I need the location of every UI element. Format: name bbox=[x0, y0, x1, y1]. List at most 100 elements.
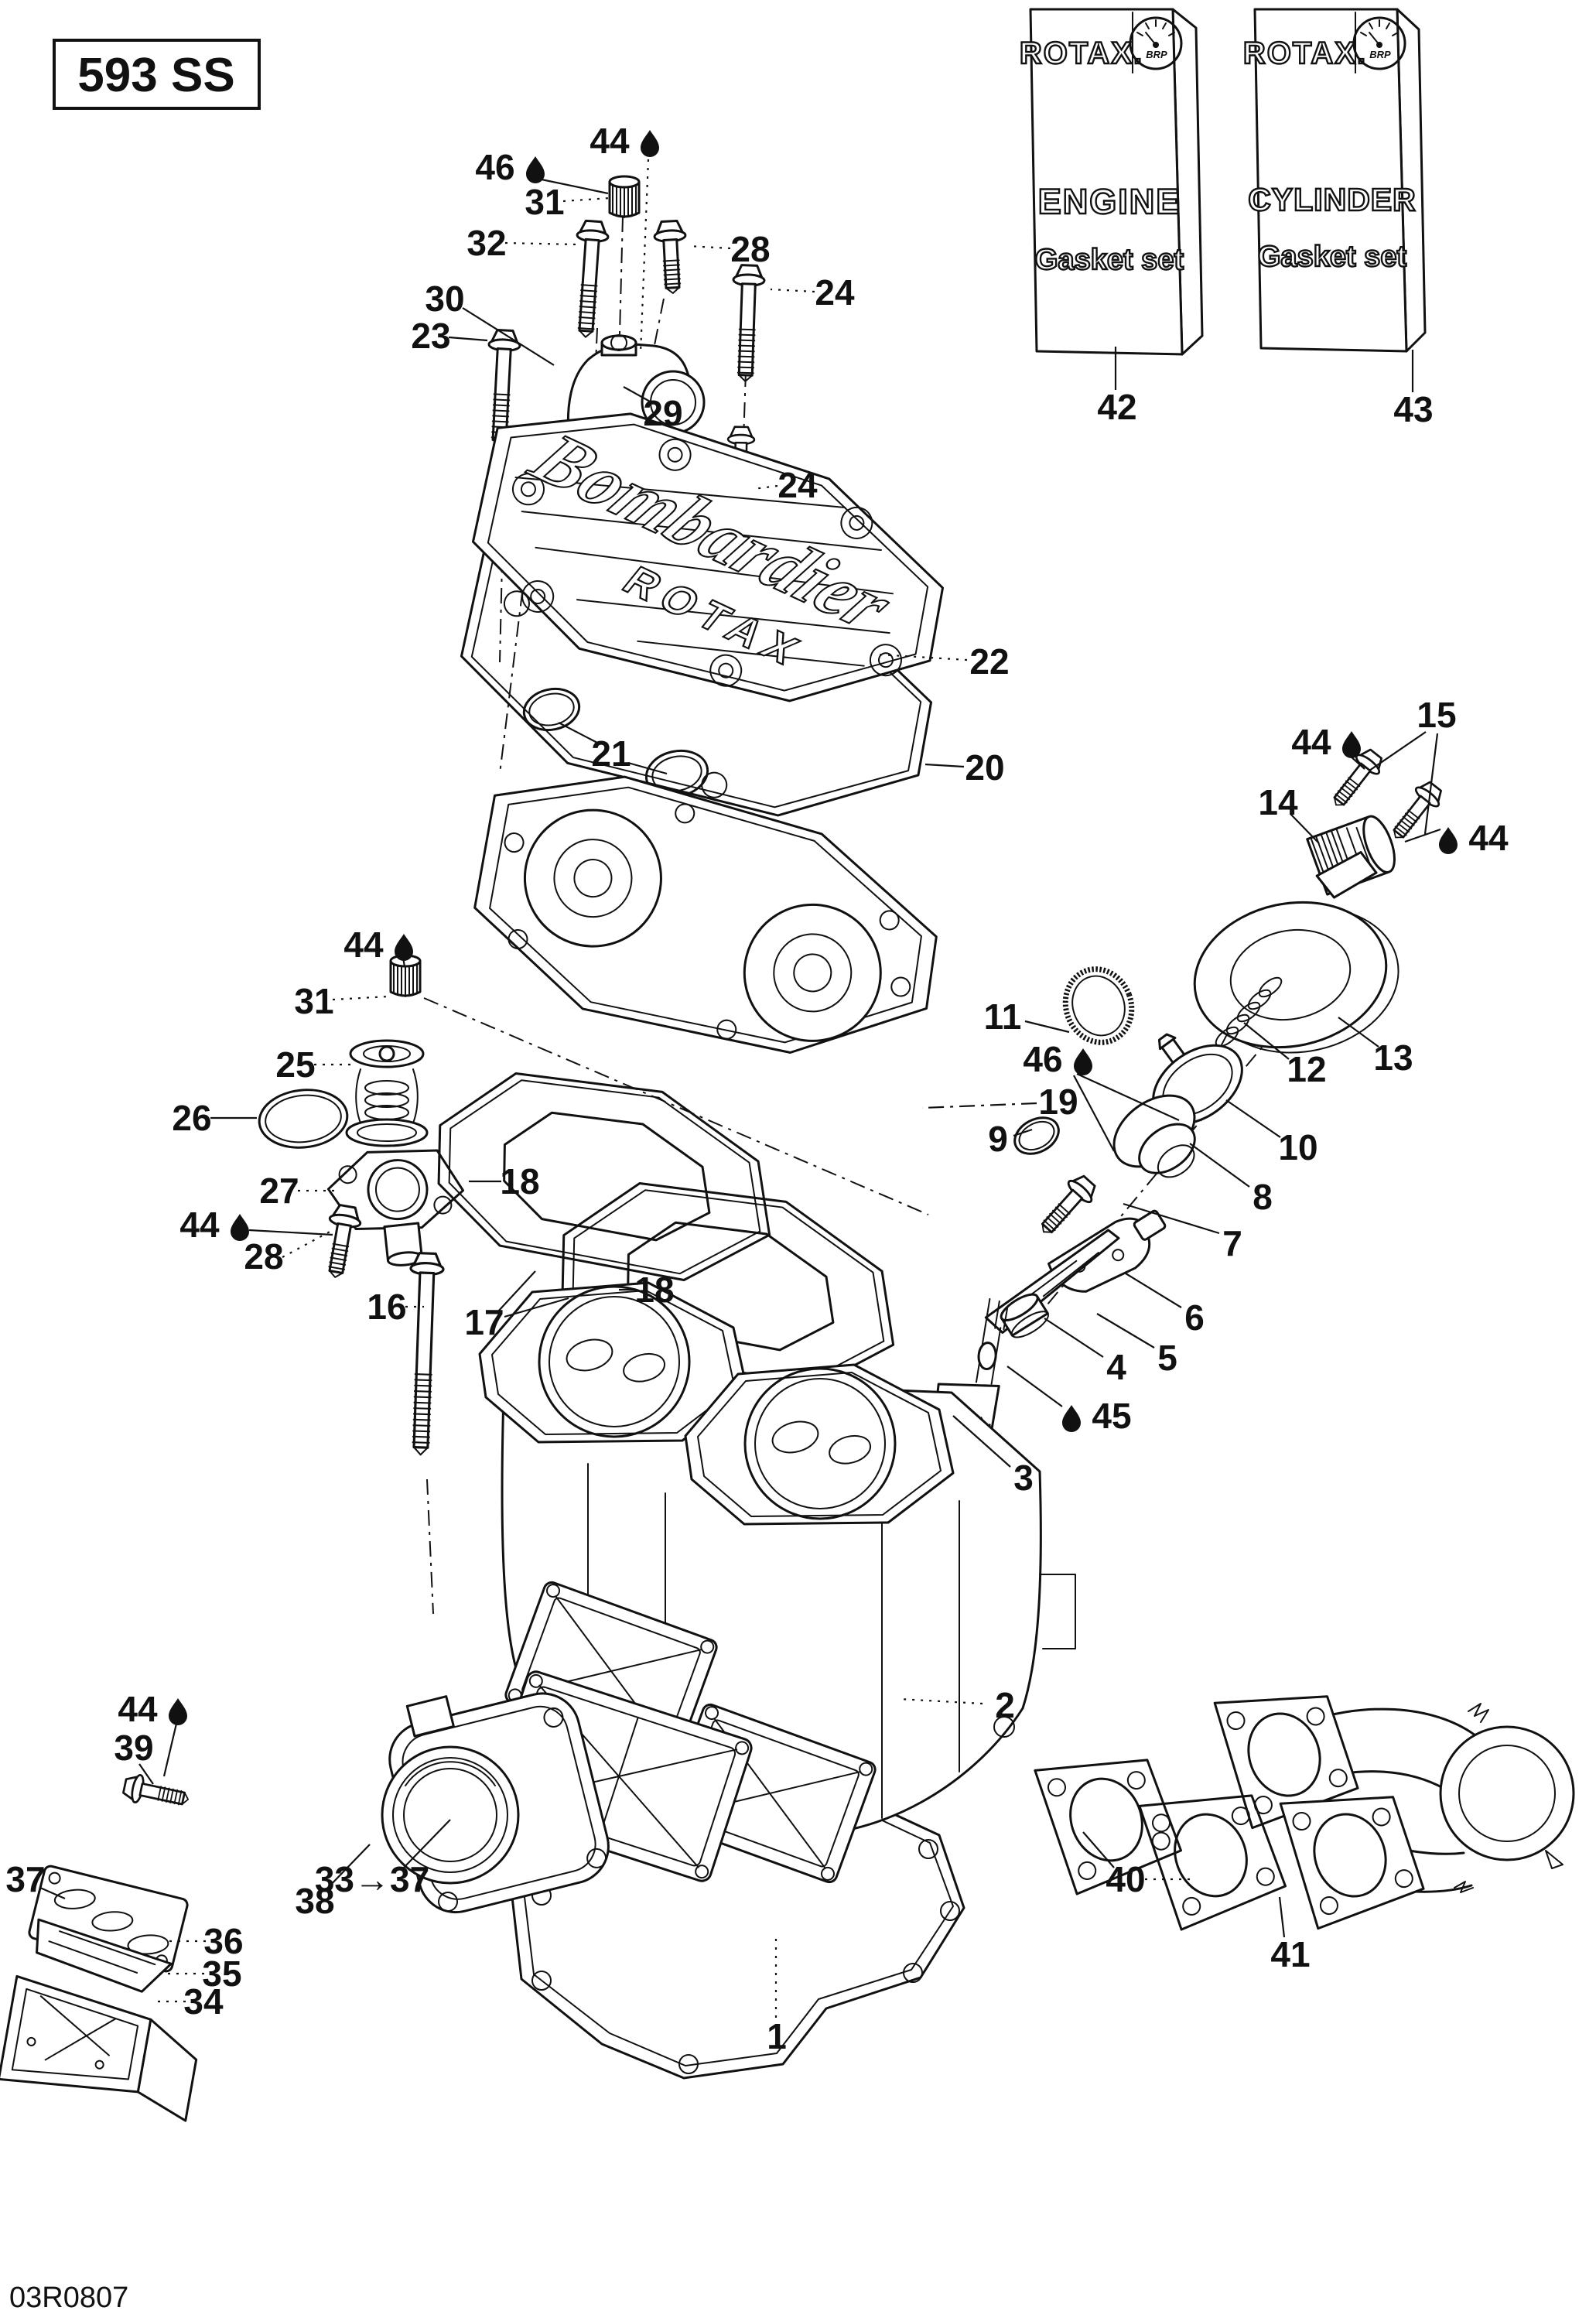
callout-41: 41 bbox=[1270, 1896, 1311, 1974]
leader-line bbox=[878, 653, 968, 661]
leader-line bbox=[1243, 1022, 1290, 1060]
callout-label: 28 bbox=[730, 229, 770, 269]
callout-42: 42 bbox=[1097, 347, 1137, 427]
callout-11: 11 bbox=[984, 996, 1070, 1037]
leader-line bbox=[1369, 731, 1427, 771]
callout-6: 6 bbox=[1125, 1273, 1205, 1338]
leader-line bbox=[688, 244, 731, 250]
callout-44: 44 bbox=[179, 1205, 333, 1245]
callout-26: 26 bbox=[172, 1098, 257, 1138]
callout-18: 18 bbox=[469, 1161, 540, 1202]
callout-label: 24 bbox=[815, 272, 855, 313]
oil-droplet-icon bbox=[1439, 827, 1458, 854]
callout-label: 28 bbox=[244, 1236, 283, 1277]
callout-10: 10 bbox=[1225, 1099, 1318, 1167]
callout-label: 30 bbox=[425, 279, 464, 319]
package-brand: ROTAX. bbox=[1243, 36, 1367, 70]
oil-droplet-icon bbox=[1062, 1405, 1081, 1432]
callout-label: 15 bbox=[1417, 695, 1456, 735]
leader-line bbox=[325, 1844, 371, 1891]
leader-line bbox=[1338, 1017, 1379, 1048]
callout-23: 23 bbox=[411, 316, 488, 356]
package-title: ENGINE bbox=[1038, 182, 1181, 221]
leader-line bbox=[504, 1297, 569, 1318]
leader-line bbox=[952, 1415, 1011, 1468]
callout-label: 44 bbox=[590, 121, 630, 161]
head-cover-22: Bombardier ROTAX bbox=[471, 412, 945, 702]
leader-line bbox=[1096, 1313, 1155, 1349]
callout-label: 41 bbox=[1270, 1934, 1310, 1974]
callout-label: 6 bbox=[1184, 1297, 1205, 1338]
callout-label: 42 bbox=[1097, 387, 1136, 427]
leader-line bbox=[1423, 733, 1439, 835]
callout-20: 20 bbox=[924, 747, 1005, 788]
callout-21: 21 bbox=[558, 722, 668, 775]
callout-label: 40 bbox=[1106, 1859, 1145, 1899]
callout-31: 31 bbox=[525, 182, 610, 222]
o-ring-11 bbox=[1062, 966, 1135, 1045]
callout-44: 44 bbox=[1404, 818, 1509, 858]
callout-label: 34 bbox=[183, 1981, 224, 2022]
leader-line bbox=[1044, 1318, 1104, 1358]
leader-line bbox=[921, 1102, 1037, 1109]
leader-line bbox=[332, 995, 389, 1001]
oil-droplet-icon bbox=[526, 156, 545, 183]
callout-2: 2 bbox=[898, 1685, 1015, 1725]
callout-label: 31 bbox=[525, 182, 564, 222]
callout-label: 7 bbox=[1222, 1223, 1242, 1263]
leader-line bbox=[497, 1270, 536, 1313]
oil-droplet-icon bbox=[641, 130, 659, 157]
callout-label: 19 bbox=[1038, 1082, 1078, 1122]
spring-12 bbox=[1215, 976, 1283, 1048]
callout-1: 1 bbox=[767, 1934, 787, 2056]
callout-label: 11 bbox=[984, 996, 1022, 1037]
oil-droplet-icon bbox=[1342, 731, 1361, 758]
callout-27: 27 bbox=[259, 1171, 337, 1211]
cylinder-collar-right bbox=[684, 1363, 955, 1526]
callout-15: 15 bbox=[1369, 695, 1457, 835]
callout-3: 3 bbox=[952, 1415, 1034, 1498]
callout-label: 5 bbox=[1157, 1338, 1177, 1378]
callout-44: 44 bbox=[590, 121, 659, 354]
callout-31: 31 bbox=[294, 981, 389, 1021]
cylinder-gasket-set-package: ROTAX. CYLINDER Gasket set bbox=[1242, 8, 1427, 353]
callout-24: 24 bbox=[770, 272, 855, 313]
callout-label: 3 bbox=[1013, 1458, 1034, 1498]
callout-43: 43 bbox=[1393, 350, 1434, 429]
leader-line bbox=[462, 307, 555, 366]
reed-petals-35 bbox=[36, 1918, 173, 1993]
callout-8: 8 bbox=[1189, 1143, 1273, 1217]
callout-7: 7 bbox=[1123, 1202, 1242, 1263]
leader-line bbox=[248, 1229, 333, 1236]
oil-droplet-icon bbox=[231, 1214, 249, 1241]
leader-line bbox=[1290, 813, 1320, 844]
callout-label: 16 bbox=[367, 1287, 406, 1327]
leader-line bbox=[627, 761, 668, 775]
callout-16: 16 bbox=[367, 1287, 424, 1327]
leader-line bbox=[1125, 1273, 1182, 1308]
engine-gasket-set-package: ROTAX. ENGINE Gasket set bbox=[1019, 8, 1204, 356]
callout-label: 27 bbox=[259, 1171, 299, 1211]
leader-line bbox=[558, 722, 598, 743]
callout-label: 35 bbox=[202, 1954, 241, 1994]
grub-screw-31-top bbox=[608, 175, 641, 219]
callout-34: 34 bbox=[152, 1981, 224, 2022]
callout-37: 37 bbox=[5, 1859, 66, 1900]
callout-label: 2 bbox=[995, 1685, 1015, 1725]
leader-line bbox=[541, 178, 609, 195]
valve-cup-4 bbox=[1000, 1293, 1049, 1338]
leader-line bbox=[138, 1763, 154, 1785]
callout-label: 33→37 bbox=[315, 1859, 429, 1899]
leader-line bbox=[1123, 1202, 1220, 1235]
callout-label: 1 bbox=[767, 2016, 787, 2056]
leader-line bbox=[1189, 1143, 1250, 1188]
callout-12: 12 bbox=[1243, 1022, 1327, 1089]
callout-30: 30 bbox=[425, 279, 555, 366]
callout-label: 44 bbox=[179, 1205, 220, 1245]
callout-14: 14 bbox=[1258, 782, 1320, 844]
callout-28: 28 bbox=[244, 1229, 333, 1277]
leader-line bbox=[504, 241, 578, 246]
oil-droplet-icon bbox=[1074, 1048, 1092, 1075]
callout-19: 19 bbox=[921, 1082, 1078, 1122]
